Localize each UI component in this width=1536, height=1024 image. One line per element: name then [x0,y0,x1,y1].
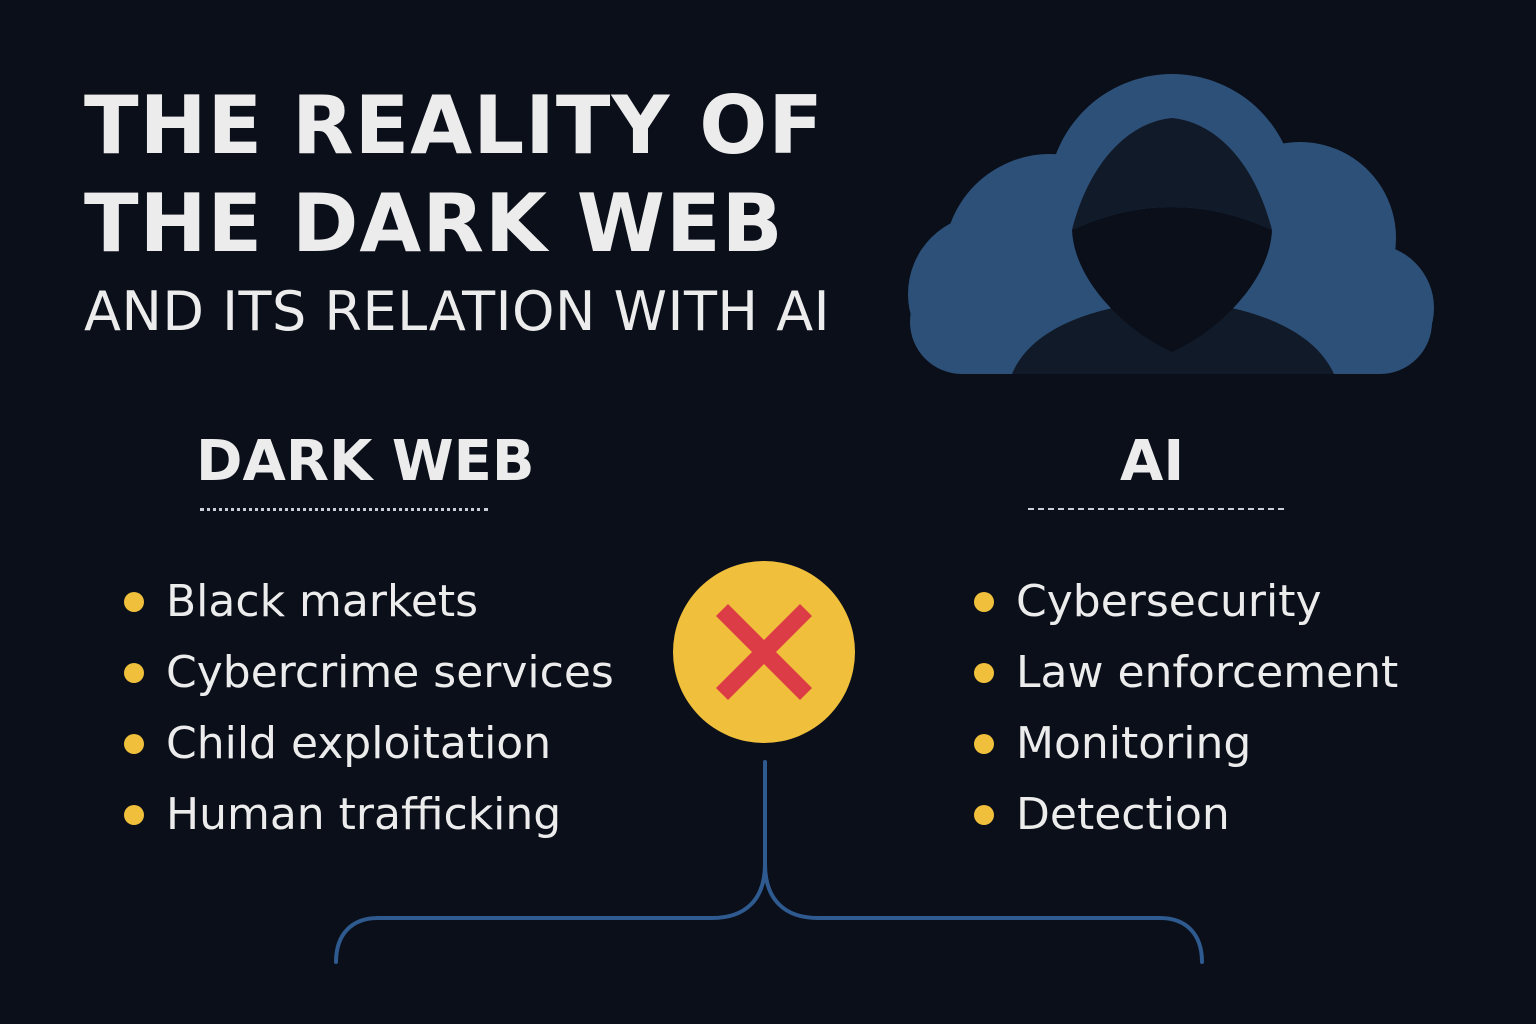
page-title-line-1: THE REALITY OF [84,79,824,172]
dark-web-list: Black markets Cybercrime services Child … [124,566,614,850]
list-item-label: Cybercrime services [166,646,614,698]
x-mark-icon [673,561,855,743]
dark-web-heading: DARK WEB [196,429,535,494]
hooded-figure-cloud-icon [908,74,1434,374]
list-item: Cybercrime services [124,637,614,708]
bullet-dot-icon [124,662,144,683]
bullet-dot-icon [974,591,994,612]
list-item: Child exploitation [124,708,614,779]
list-item-label: Black markets [166,575,479,627]
list-item-label: Detection [1016,788,1230,840]
ai-list: Cybersecurity Law enforcement Monitoring… [974,566,1398,850]
list-item-label: Monitoring [1016,717,1252,769]
list-item: Human trafficking [124,779,614,850]
bullet-dot-icon [974,662,994,683]
hooded-figure [1012,118,1334,374]
bullet-dot-icon [124,591,144,612]
list-item: Black markets [124,566,614,637]
list-item: Detection [974,779,1398,850]
list-item: Monitoring [974,708,1398,779]
page-subtitle: AND ITS RELATION WITH AI [84,280,831,343]
bullet-dot-icon [974,733,994,754]
list-item-label: Cybersecurity [1016,575,1322,627]
dark-web-heading-divider [200,508,488,511]
bullet-dot-icon [124,733,144,754]
list-item-label: Human trafficking [166,788,562,840]
bullet-dot-icon [974,804,994,825]
list-item: Cybersecurity [974,566,1398,637]
page-title-line-2: THE DARK WEB [84,177,784,270]
list-item-label: Child exploitation [166,717,552,769]
list-item: Law enforcement [974,637,1398,708]
list-item-label: Law enforcement [1016,646,1399,698]
ai-heading: AI [1120,429,1185,494]
bullet-dot-icon [124,804,144,825]
ai-heading-divider [1028,508,1284,510]
